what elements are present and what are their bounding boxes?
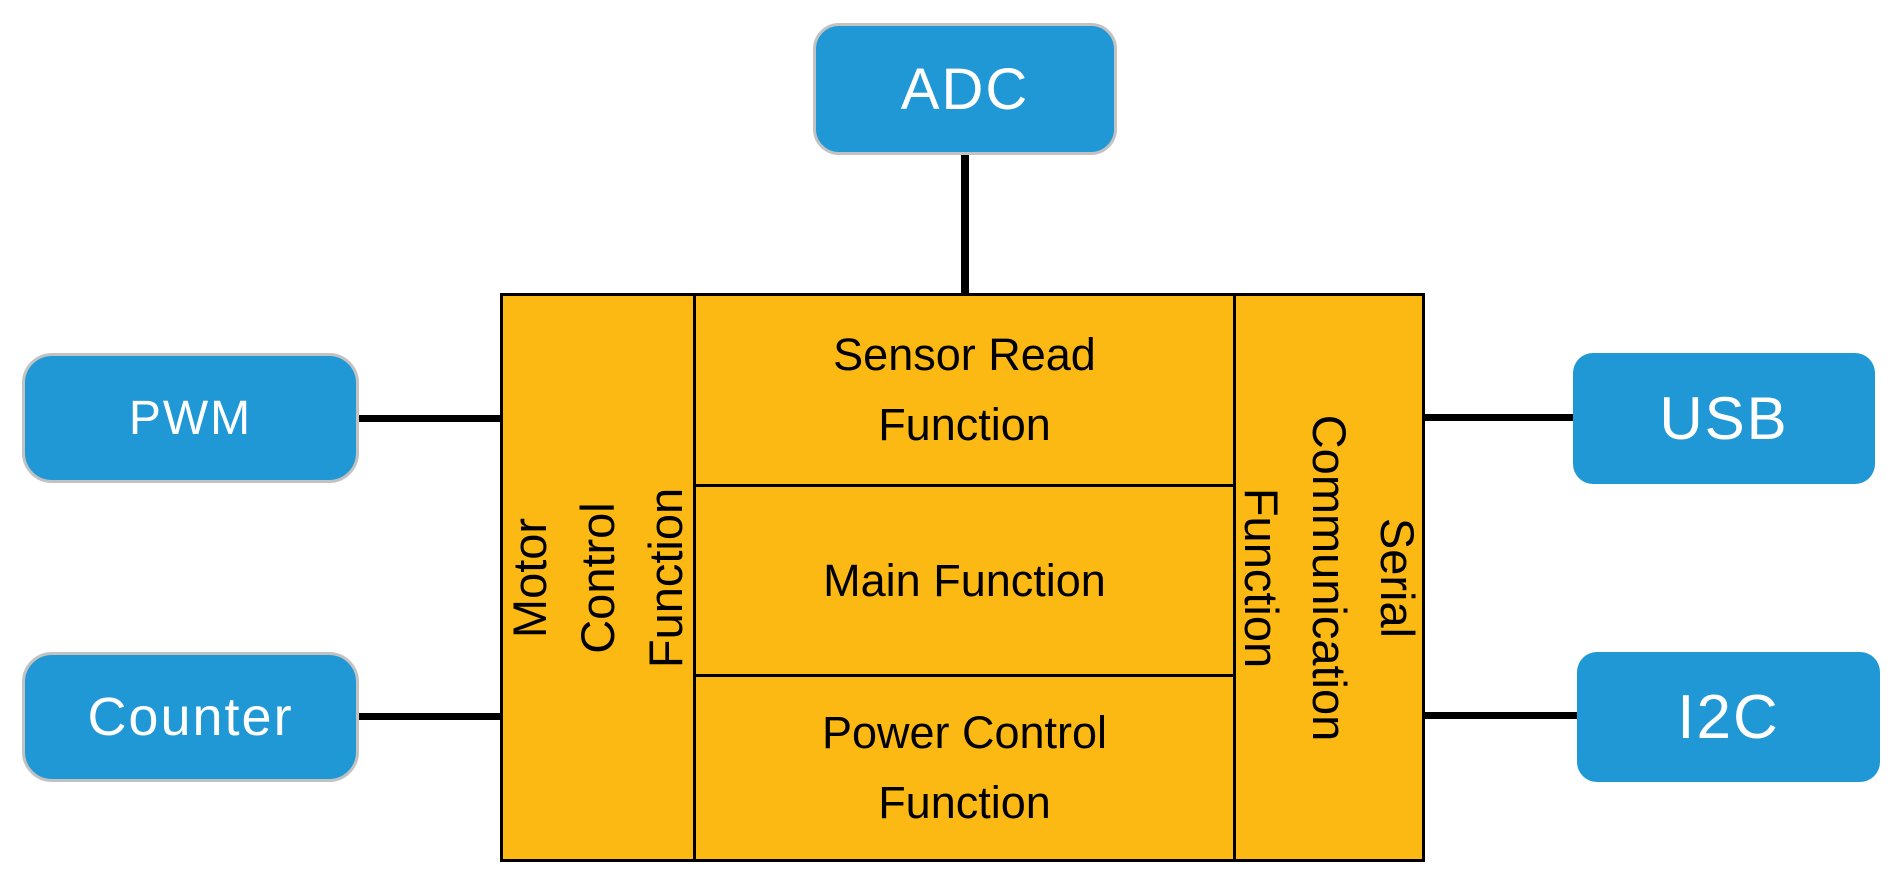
motor-control-cell: Motor Control Function bbox=[503, 296, 696, 859]
adc-connector-line bbox=[961, 153, 969, 295]
power-control-label: Power Control Function bbox=[821, 707, 1108, 828]
core-middle-column: Sensor Read Function Main Function Power… bbox=[696, 296, 1233, 859]
power-control-cell: Power Control Function bbox=[696, 677, 1233, 859]
main-function-cell: Main Function bbox=[696, 487, 1233, 677]
i2c-connector-line bbox=[1423, 712, 1580, 719]
usb-node-label: USB bbox=[1659, 385, 1789, 452]
adc-node: ADC bbox=[813, 23, 1117, 155]
sensor-read-cell: Sensor Read Function bbox=[696, 296, 1233, 487]
serial-communication-cell: Serial Communication Function bbox=[1233, 296, 1424, 859]
sensor-read-label: Sensor Read Function bbox=[833, 329, 1096, 450]
pwm-node-label: PWM bbox=[128, 391, 253, 445]
serial-communication-label: Serial Communication Function bbox=[1234, 414, 1425, 741]
usb-connector-line bbox=[1423, 414, 1576, 421]
counter-node: Counter bbox=[22, 652, 359, 782]
pwm-node: PWM bbox=[22, 353, 359, 483]
core-block: Motor Control Function Sensor Read Funct… bbox=[500, 293, 1425, 862]
pwm-connector-line bbox=[357, 415, 503, 422]
i2c-node: I2C bbox=[1577, 652, 1880, 782]
i2c-node-label: I2C bbox=[1677, 682, 1780, 752]
counter-node-label: Counter bbox=[87, 687, 294, 747]
adc-node-label: ADC bbox=[900, 56, 1030, 122]
counter-connector-line bbox=[357, 713, 503, 720]
motor-control-label: Motor Control Function bbox=[502, 487, 693, 668]
main-function-label: Main Function bbox=[823, 554, 1106, 606]
usb-node: USB bbox=[1573, 353, 1875, 484]
